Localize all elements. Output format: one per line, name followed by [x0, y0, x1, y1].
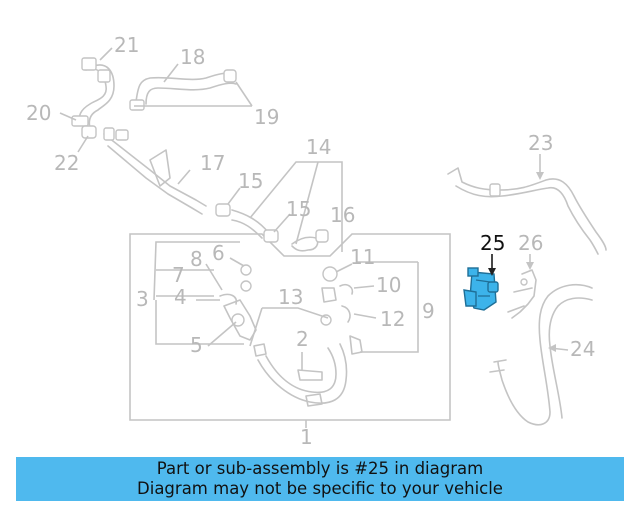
- label-15b: 15: [286, 197, 311, 221]
- label-11: 11: [350, 245, 375, 269]
- label-21: 21: [114, 33, 139, 57]
- part-25-valve: [463, 267, 499, 311]
- label-8: 8: [190, 247, 203, 271]
- label-10: 10: [376, 273, 401, 297]
- hose-18-drawing: [129, 69, 237, 111]
- label-3: 3: [136, 287, 149, 311]
- hose-15-drawing: [215, 203, 329, 252]
- label-6: 6: [212, 241, 225, 265]
- leader-arrows: [488, 172, 556, 352]
- pipe-24-drawing: [489, 283, 593, 426]
- label-13: 13: [278, 285, 303, 309]
- info-banner: Part or sub-assembly is #25 in diagram D…: [16, 457, 624, 501]
- label-20: 20: [26, 101, 51, 125]
- label-12: 12: [380, 307, 405, 331]
- label-25: 25: [480, 231, 505, 255]
- pipe-17-drawing: [103, 127, 207, 215]
- label-22: 22: [54, 151, 79, 175]
- label-26: 26: [518, 231, 543, 255]
- label-4: 4: [174, 285, 187, 309]
- label-19: 19: [254, 105, 279, 129]
- banner-line-1: Part or sub-assembly is #25 in diagram: [156, 459, 484, 478]
- label-1: 1: [300, 425, 313, 449]
- pipe-23-drawing: [447, 167, 607, 255]
- label-24: 24: [570, 337, 595, 361]
- part-labels: 21 18 20 19 14 23 22 17 15 15 16 25 26 6…: [26, 33, 595, 449]
- label-7: 7: [172, 263, 185, 287]
- label-16: 16: [330, 203, 355, 227]
- label-18: 18: [180, 45, 205, 69]
- label-15a: 15: [238, 169, 263, 193]
- label-5: 5: [190, 333, 203, 357]
- label-2: 2: [296, 327, 309, 351]
- banner-line-2: Diagram may not be specific to your vehi…: [137, 479, 503, 498]
- label-23: 23: [528, 131, 553, 155]
- label-9: 9: [422, 299, 435, 323]
- label-14: 14: [306, 135, 331, 159]
- hose-20-drawing: [71, 57, 115, 139]
- label-17: 17: [200, 151, 225, 175]
- bracket-26-drawing: [507, 269, 537, 319]
- assembly-1-drawing: [219, 264, 363, 407]
